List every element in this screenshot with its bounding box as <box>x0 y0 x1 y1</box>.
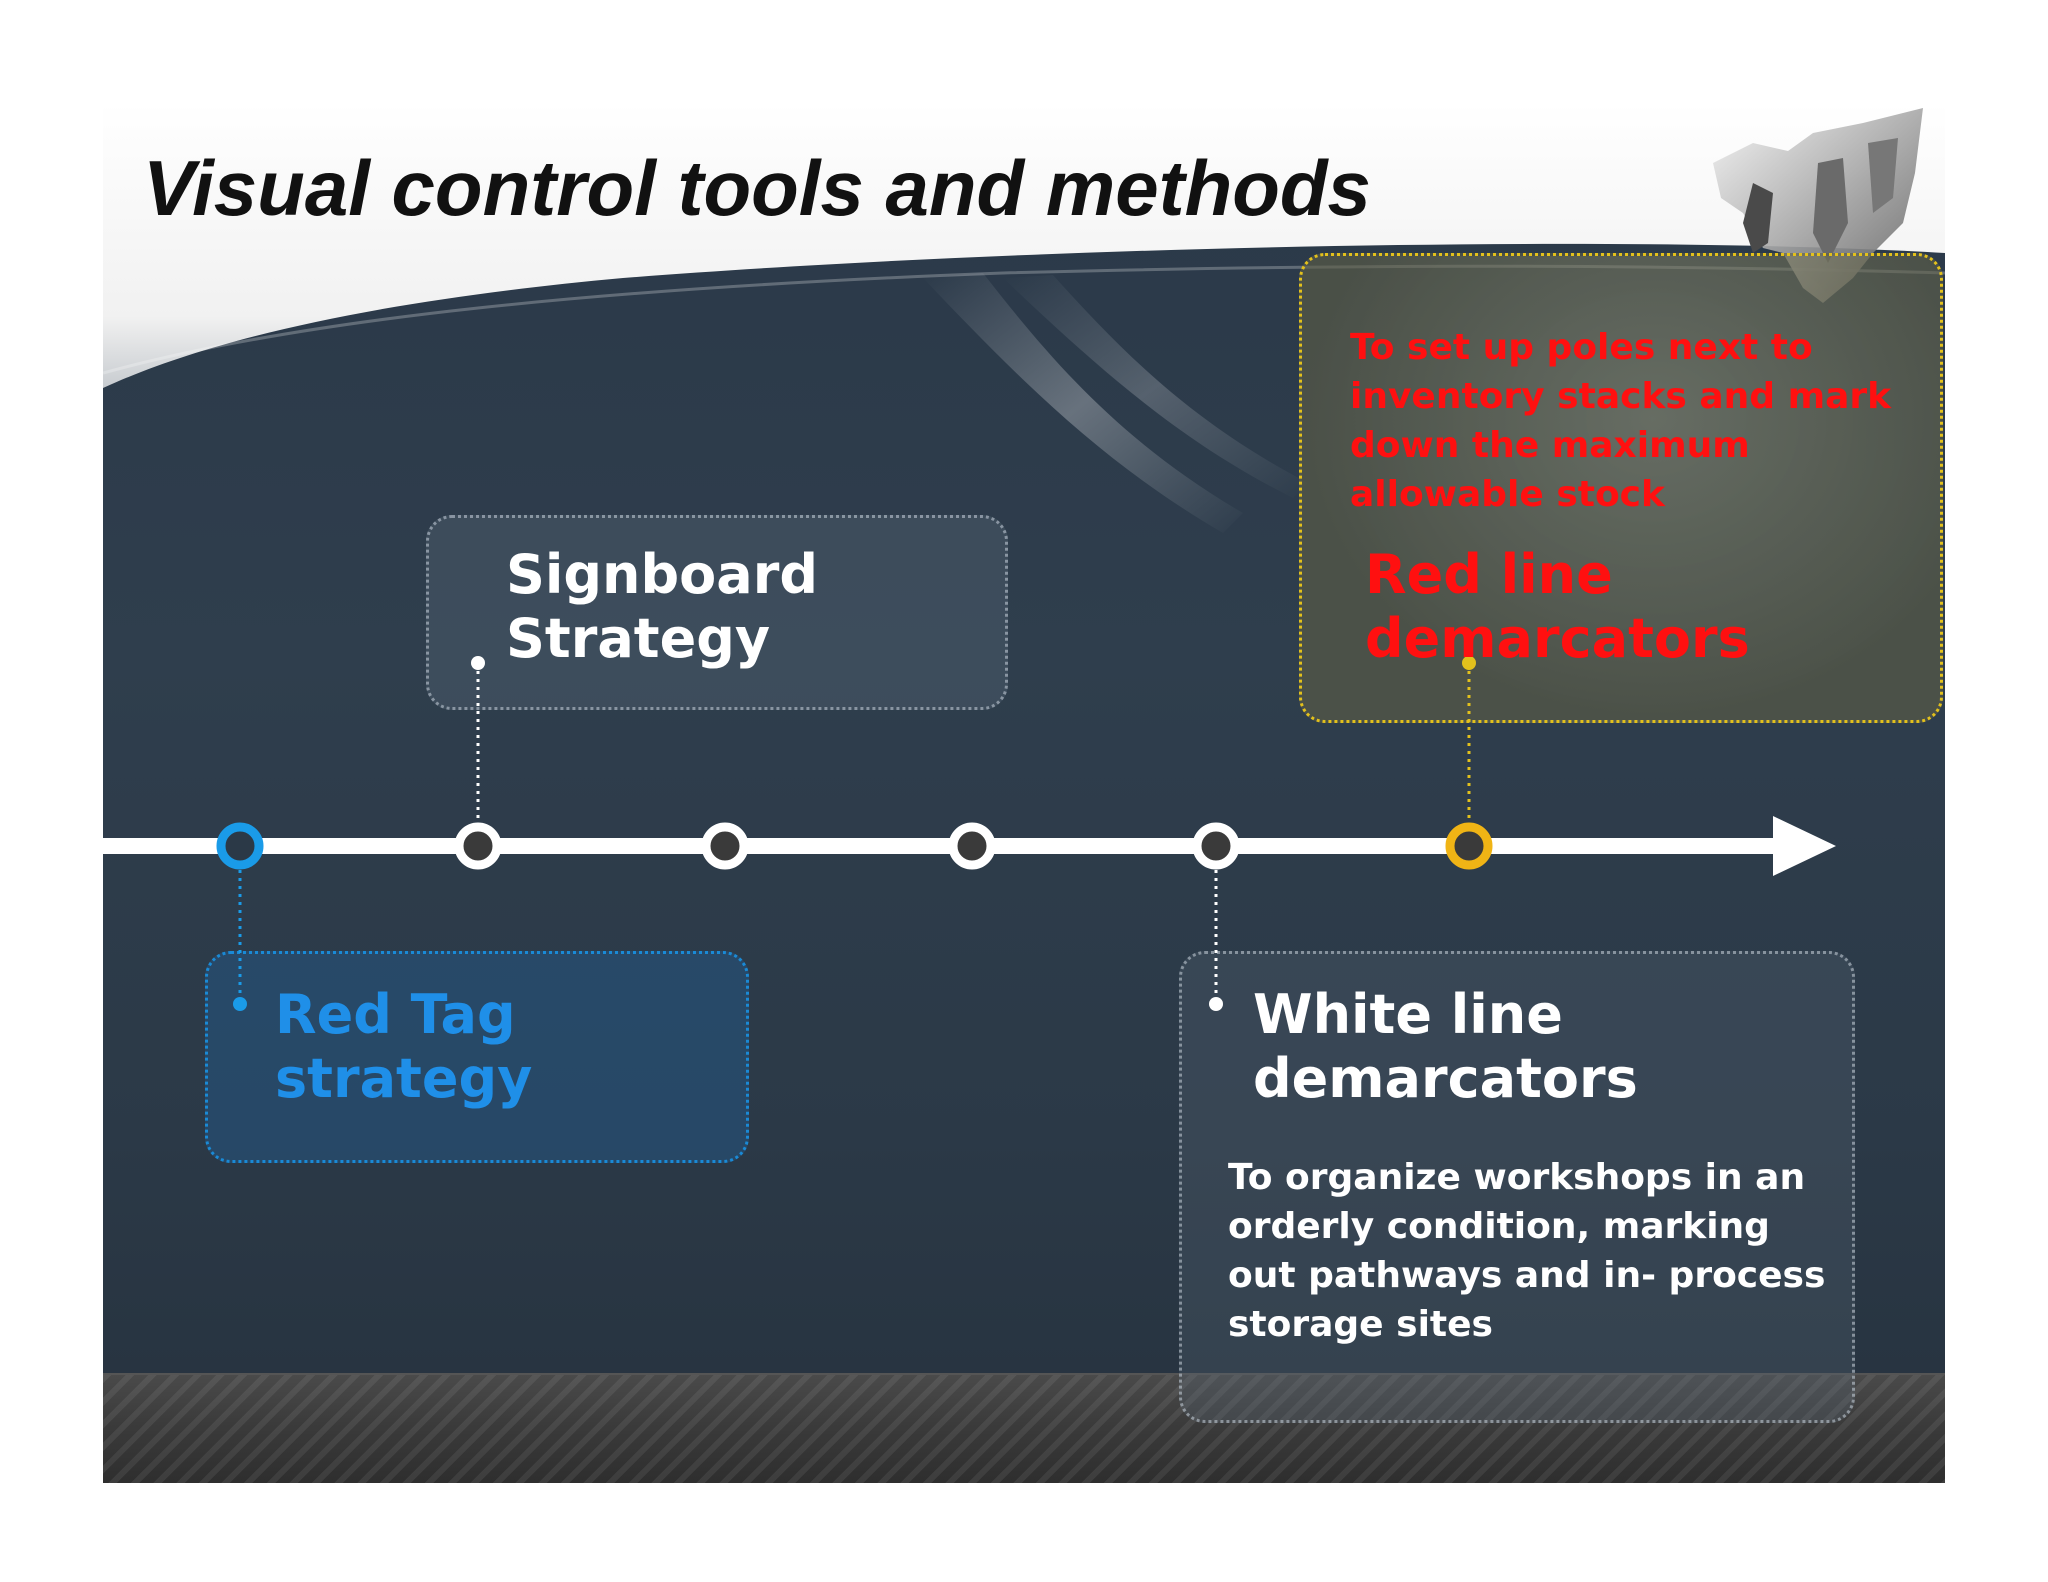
milestone-3 <box>701 822 749 870</box>
milestone-red-line <box>1445 822 1493 870</box>
connector-dot-signboard <box>471 656 485 670</box>
connector-dot-red-line <box>1462 656 1476 670</box>
milestone-white-line <box>1192 822 1240 870</box>
signboard-box <box>426 515 1008 710</box>
slide: Visual control tools and methods Signboa… <box>103 103 1945 1483</box>
red-tag-label-line2: strategy <box>275 1046 533 1110</box>
red-line-box <box>1299 253 1943 723</box>
timeline <box>103 656 1836 1011</box>
signboard-label-line2: Strategy <box>506 606 771 670</box>
white-line-description: To organize workshops in an orderly cond… <box>1228 1157 1826 1345</box>
white-line-box <box>1179 951 1855 1423</box>
red-line-label-line2: demarcators <box>1365 606 1750 670</box>
connector-dot-red-tag <box>233 997 247 1011</box>
red-line-label-line1: Red line <box>1365 543 1613 606</box>
signboard-label: Signboard Strategy <box>506 543 818 670</box>
red-tag-label-line1: Red Tag <box>275 983 516 1046</box>
red-tag-box <box>205 951 749 1163</box>
timeline-arrowhead <box>1773 816 1836 876</box>
connector-dot-white-line <box>1209 997 1223 1011</box>
signboard-label-line1: Signboard <box>506 543 818 606</box>
red-line-label: Red line demarcators <box>1365 543 1750 670</box>
milestone-red-tag <box>216 822 264 870</box>
footer-band <box>103 1375 1945 1483</box>
white-line-label-line1: White line <box>1253 983 1563 1046</box>
timeline-axis <box>103 838 1793 854</box>
milestone-4 <box>948 822 996 870</box>
slide-title: Visual control tools and methods <box>143 144 1371 232</box>
milestone-signboard <box>454 822 502 870</box>
white-line-label-line2: demarcators <box>1253 1046 1638 1110</box>
white-line-label: White line demarcators <box>1253 983 1638 1110</box>
red-line-description: To set up poles next to inventory stacks… <box>1350 327 1892 515</box>
red-tag-label: Red Tag strategy <box>275 983 532 1110</box>
